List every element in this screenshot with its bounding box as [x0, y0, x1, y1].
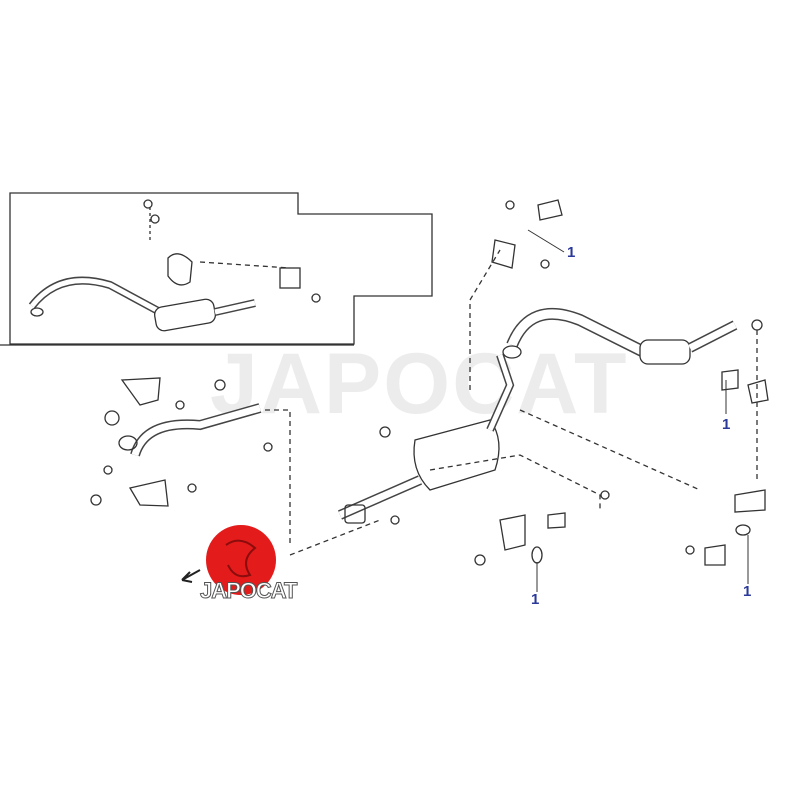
callout-1-right-hanger: 1	[743, 583, 752, 600]
inset-frame	[9, 192, 433, 345]
inset-pipe-assembly	[28, 199, 321, 332]
hanger-brackets	[474, 199, 766, 566]
rear-muffler-assembly	[502, 307, 769, 480]
callout-1-rear-hanger: 1	[722, 416, 731, 433]
callout-1-center-hanger: 1	[531, 591, 540, 608]
center-muffler-assembly	[337, 249, 701, 525]
callout-1-upper-hanger: 1	[567, 244, 576, 261]
japocat-logo	[181, 525, 276, 595]
watermark: JAPOCAT	[210, 336, 629, 432]
callout-leaders	[527, 229, 749, 592]
logo-text: JAPOCAT	[200, 578, 298, 604]
front-pipe-assembly	[90, 377, 381, 556]
